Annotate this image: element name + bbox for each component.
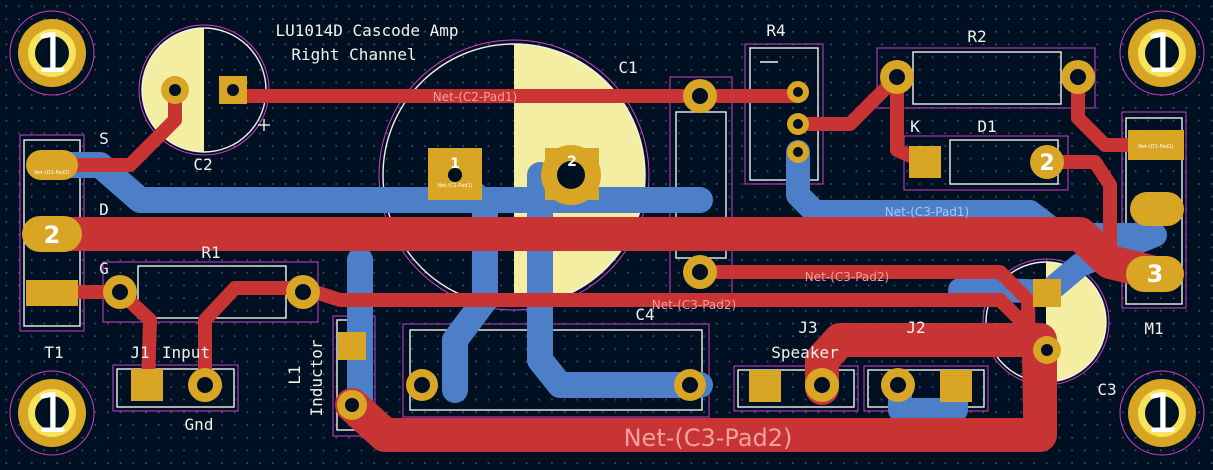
m1-pad1 [1128,130,1184,160]
ref-m1: M1 [1144,319,1163,338]
r2-outline [912,51,1062,105]
d1-pad2-num: 2 [1039,151,1054,176]
ref-c1: C1 [618,58,637,77]
net-label-c3pad2-a: Net-(C3-Pad2) [805,270,889,284]
m1-pad3 [1126,256,1184,292]
t1-pad-s [26,150,78,180]
j1-outline [116,368,235,408]
c1-pad1-net: Net-(C1-Pad1) [437,183,472,189]
mounting-hole-tl [18,19,86,87]
mounting-hole-bl [18,379,86,447]
mounting-hole-br [1128,379,1196,447]
c4-outline [409,329,703,411]
mount-label-tr: 1 [1145,22,1179,85]
t1-pad-s-net: Net-(D1-Pad1) [34,170,70,176]
j1-value: Input [162,343,210,362]
title-line1: LU1014D Cascode Amp [275,21,458,40]
j3-value: Speaker [771,343,839,362]
mounting-hole-tr [1128,19,1196,87]
c1-outline [378,39,650,311]
m1-pad3-num: 3 [1147,260,1164,288]
mounting-holes [18,19,1196,447]
mount-label-tl: 1 [35,22,69,85]
ref-j3: J3 [798,318,817,337]
mount-label-br: 1 [1145,382,1179,445]
ref-c2: C2 [193,155,212,174]
m1-courtyard [1121,111,1187,309]
ref-t1: T1 [44,343,63,362]
j1-gnd-label: Gnd [185,415,214,434]
r4-outline [749,47,819,181]
c4-courtyard [402,323,710,418]
t1-label-g: G [99,259,109,278]
j1-courtyard [112,364,239,412]
r4-courtyard [744,43,824,185]
m1-pad2 [1130,192,1184,226]
ref-d1-k: K [910,117,920,136]
ref-r1: R1 [201,243,220,262]
back-copper-traces [39,140,1167,422]
ref-j1: J1 [130,343,149,362]
t1-label-s: S [99,129,109,148]
c1-pad1-num: 1 [450,156,460,172]
l1-value: Inductor [307,339,326,416]
ref-j2: J2 [906,318,925,337]
ref-c3: C3 [1097,380,1116,399]
j3-outline [737,369,855,408]
ref-c4: C4 [635,305,654,324]
net-label-c2pad1: Net-(C2-Pad1) [433,90,517,104]
j3-courtyard [733,365,859,412]
ref-l1: L1 [285,365,304,384]
ref-r4: R4 [766,21,785,40]
ref-d1: D1 [977,117,996,136]
t1-label-d: D [99,200,109,219]
pads [22,60,1184,420]
r2-courtyard [876,47,1096,109]
title-line2: Right Channel [291,45,416,64]
t1-pad-d [22,216,82,252]
m1-pad1-net: Net-(D1-Pad1) [1138,144,1174,150]
mount-label-bl: 1 [35,382,69,445]
c1-pad2-num: 2 [567,154,577,170]
t1-pad-g [26,280,78,306]
net-label-c3pad2-big: Net-(C3-Pad2) [624,424,793,452]
ref-r2: R2 [967,27,986,46]
net-label-c3pad2-b: Net-(C3-Pad2) [652,298,736,312]
t1-pad-d-num: 2 [44,221,61,249]
net-label-c3pad1: Net-(C3-Pad1) [885,205,969,219]
